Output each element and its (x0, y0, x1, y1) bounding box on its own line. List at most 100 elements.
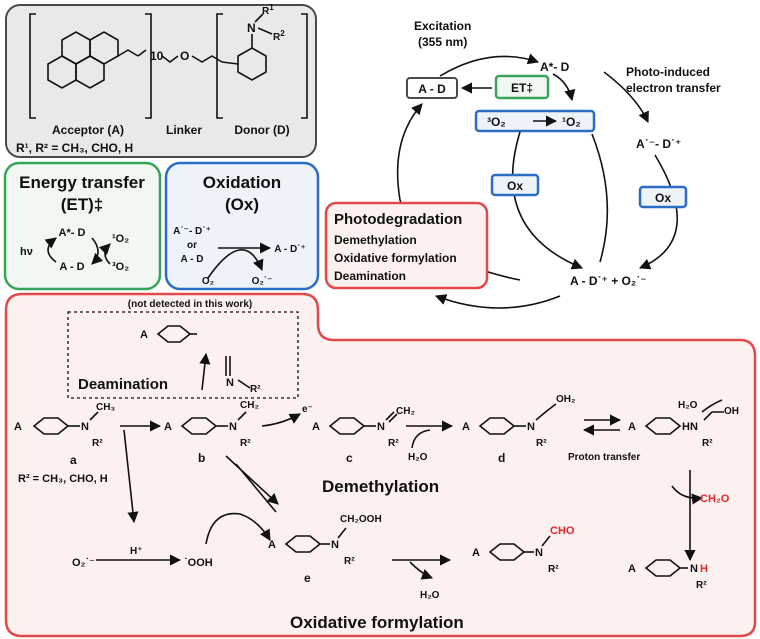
e-r2: R² (344, 556, 355, 567)
cycle-ox-left: Ox (507, 179, 523, 193)
hydroperoxyl: ˙OOH (184, 557, 213, 569)
label-b: b (198, 451, 205, 465)
d-r2: R² (536, 438, 547, 449)
cycle-excited-state: A*- D (540, 60, 570, 74)
superoxide: O₂˙⁻ (72, 557, 95, 569)
formyl-group: CHO (550, 525, 575, 537)
final-atom-a: A (628, 563, 636, 575)
ox-superoxide: O₂˙⁻ (252, 276, 273, 287)
a-r2: R² (92, 438, 103, 449)
structure-panel: 10 O N R1 R2 Acceptor (A) Linker Donor (… (5, 3, 317, 158)
pt-atom-a: A (628, 421, 636, 433)
acceptor-label: Acceptor (A) (52, 123, 124, 137)
b-r2: R² (240, 438, 251, 449)
pet-label-line1: Photo-induced (626, 65, 710, 79)
photodegradation-item-2: Oxidative formylation (334, 251, 457, 265)
ox-title-line2: (Ox) (225, 195, 259, 214)
c-water: H₂O (408, 452, 428, 463)
c-atom-a: A (312, 421, 320, 433)
photodegradation-item-1: Demethylation (334, 233, 417, 247)
ether-oxygen: O (180, 49, 189, 63)
cycle-triplet-o2: ³O₂ (487, 115, 506, 129)
pt-r2: R² (702, 438, 713, 449)
label-d: d (498, 451, 505, 465)
cycle-et-box: ET‡ (511, 81, 533, 95)
final-nitrogen: N (690, 563, 698, 575)
d-oh2: OH₂ (556, 394, 575, 405)
not-detected-note: (not detected in this work) (128, 299, 252, 310)
final-hydrogen: H (700, 563, 708, 575)
photodegradation-box: Photodegradation Demethylation Oxidative… (324, 201, 489, 290)
c-ch2: CH₂ (396, 406, 415, 417)
c-nitrogen: N (377, 421, 385, 433)
cycle-singlet-o2: ¹O₂ (562, 115, 581, 129)
deam-imine-n: N (226, 377, 234, 389)
d-nitrogen: N (527, 421, 535, 433)
ox-or: or (187, 240, 197, 251)
r2-label: R2 (273, 29, 285, 43)
deam-r2: R² (250, 384, 261, 395)
label-e: e (304, 571, 311, 585)
e-nitrogen: N (331, 539, 339, 551)
r1-label: R1 (262, 3, 274, 17)
photodegradation-item-3: Deamination (334, 269, 406, 283)
pt-water: H₂O (678, 400, 698, 411)
pt-oh: OH (724, 406, 739, 417)
b-ch2: CH₂ (240, 400, 259, 411)
formaldehyde: CH₂O (700, 493, 730, 505)
final-r2: R² (696, 580, 707, 591)
et-title-line2: (ET)‡ (61, 195, 104, 214)
chain-subscript: 10 (150, 49, 164, 63)
label-a: a (70, 453, 77, 467)
mechanism-panel: (not detected in this work) A Deaminatio… (4, 292, 757, 638)
oxidation-panel: Oxidation (Ox) A˙⁻- D˙⁺ or A - D A - D˙⁺… (164, 161, 320, 291)
ox-o2: O₂ (202, 276, 214, 287)
a-atom-a: A (14, 421, 22, 433)
ox-product: A - D˙⁺ (274, 244, 306, 255)
f-atom-a: A (472, 547, 480, 559)
excitation-label: Excitation (414, 19, 471, 33)
cycle-final-state: A - D˙⁺ + O₂˙⁻ (570, 274, 647, 288)
et-singlet-o2: ¹O₂ (112, 233, 129, 245)
deam-a: A (140, 329, 148, 341)
cycle-ox-right: Ox (655, 191, 671, 205)
e-ch2ooh: CH₂OOH (340, 514, 382, 525)
label-c: c (346, 451, 353, 465)
b-nitrogen: N (229, 421, 237, 433)
linker-label: Linker (166, 123, 202, 137)
f-r2: R² (548, 564, 559, 575)
r-definition: R¹, R² = CH₃, CHO, H (16, 141, 133, 155)
ox-radical-pair: A˙⁻- D˙⁺ (173, 226, 211, 237)
proton-transfer-label: Proton transfer (568, 452, 640, 463)
donor-label: Donor (D) (234, 123, 289, 137)
r2-definition: R² = CH₃, CHO, H (18, 473, 108, 485)
a-nitrogen: N (81, 421, 89, 433)
cycle-ground-state: A - D (418, 82, 446, 96)
photo-cycle: Excitation (355 nm) A - D A*- D ET‡ ³O₂ … (396, 19, 721, 309)
e-water: H₂O (420, 590, 440, 601)
et-excited: A*- D (59, 227, 86, 239)
c-r2: R² (388, 438, 399, 449)
proton: H⁺ (130, 546, 143, 557)
deamination-label: Deamination (78, 376, 168, 393)
photodegradation-title: Photodegradation (334, 211, 462, 228)
b-atom-a: A (164, 421, 172, 433)
et-title-line1: Energy transfer (19, 173, 145, 192)
ox-title-line1: Oxidation (203, 173, 281, 192)
electron-loss: e⁻ (302, 404, 313, 415)
demethylation-title: Demethylation (322, 477, 439, 496)
e-atom-a: A (268, 539, 276, 551)
f-nitrogen: N (535, 547, 543, 559)
cycle-radical-pair: A˙⁻- D˙⁺ (636, 137, 681, 151)
ox-ground: A - D (181, 254, 204, 265)
excitation-wavelength: (355 nm) (418, 35, 467, 49)
et-hv: hν (20, 246, 33, 258)
energy-transfer-panel: Energy transfer (ET)‡ A*- D A - D hν ¹O₂… (3, 161, 162, 291)
et-ground: A - D (59, 261, 84, 273)
oxidative-formylation-title: Oxidative formylation (290, 613, 464, 632)
amine-nitrogen: N (247, 21, 256, 35)
protonated-ring (644, 417, 682, 435)
et-triplet-o2: ³O₂ (112, 261, 129, 273)
a-ch3: CH₃ (96, 402, 115, 413)
